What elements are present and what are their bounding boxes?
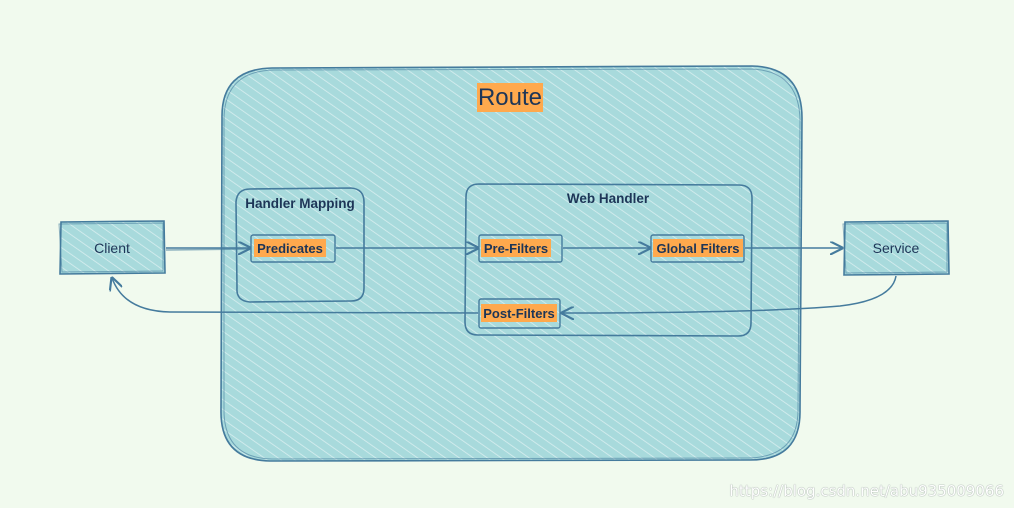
- web-handler-label: Web Handler: [567, 191, 650, 206]
- client-node: Client: [58, 220, 166, 275]
- post-filters-node: Post-Filters: [478, 298, 561, 329]
- route-label: Route: [478, 84, 542, 111]
- web-handler-box: Web Handler: [464, 183, 753, 337]
- service-node: Service: [842, 220, 950, 276]
- service-label: Service: [873, 240, 920, 256]
- route-title: Route: [477, 83, 543, 112]
- pre-filters-label: Pre-Filters: [484, 241, 548, 256]
- handler-mapping-label: Handler Mapping: [245, 196, 355, 211]
- arrow-post-filters-to-client: [112, 278, 479, 314]
- pre-filters-node: Pre-Filters: [478, 234, 563, 263]
- client-label: Client: [94, 240, 130, 256]
- post-filters-label: Post-Filters: [483, 306, 555, 321]
- predicates-node: Predicates: [250, 234, 336, 263]
- arrow-service-to-post-filters: [562, 275, 897, 313]
- watermark-text: https://blog.csdn.net/abu935009066: [729, 482, 1004, 500]
- flow-arrows: [112, 248, 897, 314]
- global-filters-node: Global Filters: [650, 234, 745, 263]
- global-filters-label: Global Filters: [656, 241, 739, 256]
- predicates-label: Predicates: [257, 241, 323, 256]
